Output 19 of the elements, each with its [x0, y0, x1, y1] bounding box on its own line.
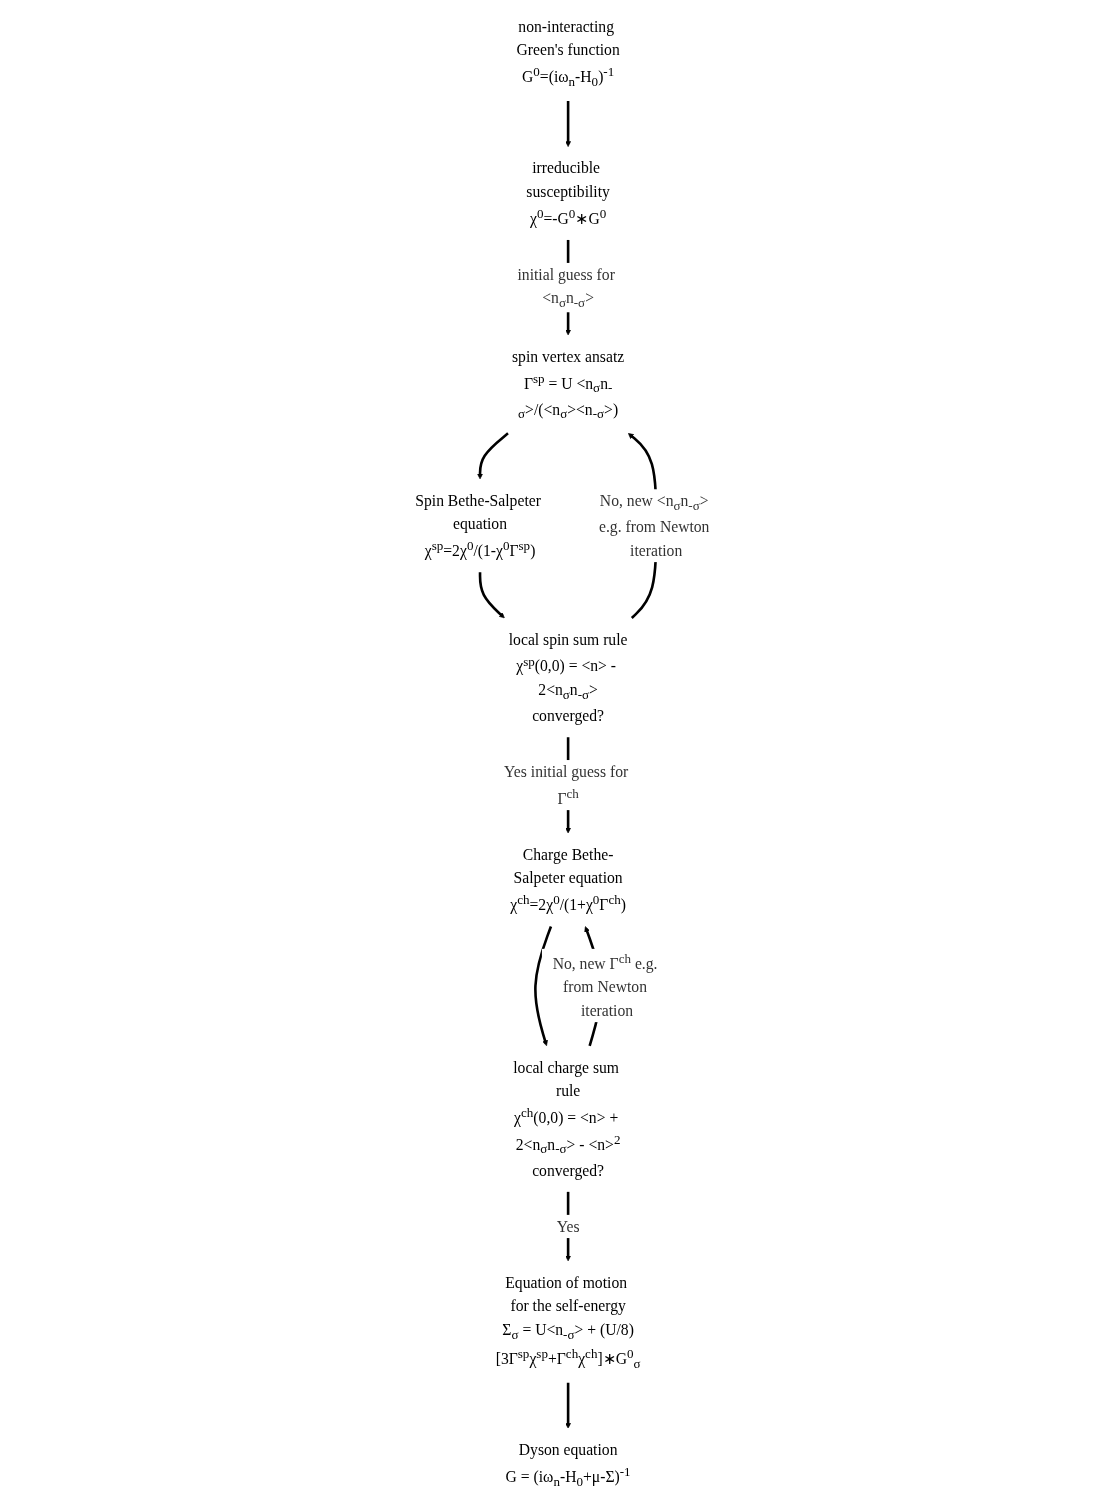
node-text: non-interacting Green's function G$^{0}$=(iω$_{n}$-H$_{0}$)$^{-1}$ — [516, 18, 620, 89]
edge-label: Yes — [556, 1217, 580, 1235]
arrow — [565, 101, 572, 147]
arrow — [565, 1191, 572, 1262]
node-text: Spin Bethe-Salpeter equation χ$^{sp}$=2χ$^{0}$/(1-χ$^{0}$Γ$^{sp}$) — [415, 492, 542, 560]
edge-label: Yes initial guess for Γ$^{ch}$ — [504, 763, 629, 808]
arrow — [477, 432, 509, 480]
node-text: Dyson equation G = (iω$_{n}$-H$_{0}$+μ-Σ)$^{-1}$ — [505, 1441, 631, 1489]
node-text: local charge sum rule χ$^{ch}$(0,0) = <n> + 2<n$_{σ}$n$_{-σ}$> - <n>$^{2}$ converged? — [513, 1058, 621, 1179]
edge-label: No, new <n$_{σ}$n$_{-σ}$> e.g. from Newton iteration — [599, 492, 710, 559]
edge-label: initial guess for <n$_{σ}$n$_{-σ}$> — [517, 266, 616, 310]
arrow — [478, 572, 505, 619]
edge-label: No, new Γ$^{ch}$ e.g. from Newton iteration — [552, 951, 658, 1020]
node-text: local spin sum rule χ$^{sp}$(0,0) = <n> - 2<n$_{σ}$n$_{-σ}$> converged? — [508, 631, 628, 725]
arrow — [534, 926, 553, 1047]
arrow — [565, 1382, 572, 1429]
node-text: irreducible susceptibility χ$^{0}$=-G$^{0}$∗G$^{0}$ — [526, 159, 611, 227]
node-text: spin vertex ansatz Γ$^{sp}$ = U <n$_{σ}$n$_{-}$$_{σ}$>/(<n$_{σ}$><n$_{-σ}$>) — [512, 348, 625, 421]
node-text: Charge Bethe-Salpeter equation χ$^{ch}$=2χ$^{0}$/(1+χ$^{0}$Γ$^{ch}$) — [510, 846, 627, 914]
